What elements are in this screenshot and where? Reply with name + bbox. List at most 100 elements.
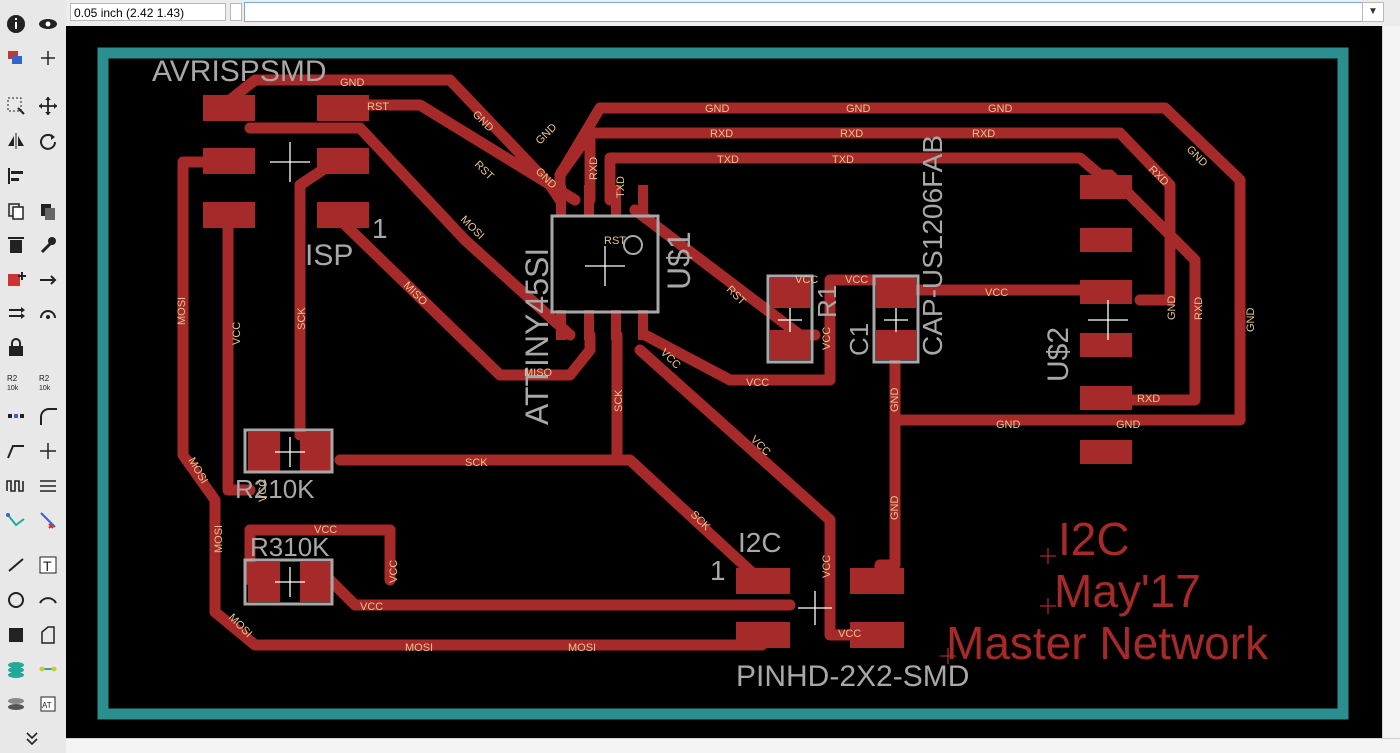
traces (177, 74, 1246, 651)
tool-indicator (230, 3, 242, 21)
net-rxd: RXD (972, 128, 995, 140)
doc-text-master-network: Master Network (946, 617, 1269, 669)
circle-icon[interactable] (2, 586, 30, 614)
net-gnd: GND (988, 103, 1013, 115)
net-vcc: VCC (388, 560, 400, 583)
net-rxd: RXD (1137, 393, 1160, 405)
label-us2: U$2 (1042, 327, 1075, 382)
net-mosi: MOSI (213, 525, 225, 553)
wire-icon[interactable] (2, 551, 30, 579)
label-attiny45si: ATTINY45SI (519, 248, 555, 425)
signal-icon[interactable] (34, 655, 62, 683)
delete-icon[interactable] (2, 231, 30, 259)
net-vcc: VCC (746, 377, 769, 389)
paste-icon[interactable] (34, 197, 62, 225)
net-vcc: VCC (838, 628, 861, 640)
label-r3: R310K (250, 532, 330, 562)
polygon-icon[interactable] (34, 621, 62, 649)
drc-icon[interactable] (34, 506, 62, 534)
net-txd: TXD (832, 154, 854, 166)
net-mosi: MOSI (405, 642, 433, 654)
net-gnd: GND (996, 419, 1021, 431)
net-rxd: RXD (710, 128, 733, 140)
command-bar: 0.05 inch (2.42 1.43) ▼ (66, 0, 1400, 27)
hole-icon[interactable] (2, 690, 30, 718)
origin-markers (270, 142, 1128, 625)
doc-text-i2c: I2C (1058, 513, 1130, 565)
via-icon[interactable] (2, 655, 30, 683)
more-tools-icon[interactable] (18, 728, 46, 748)
net-mosi: MOSI (176, 297, 188, 325)
split-icon[interactable] (2, 299, 30, 327)
command-history-dropdown[interactable]: ▼ (1362, 2, 1384, 22)
net-rxd: RXD (840, 128, 863, 140)
rotate-icon[interactable] (34, 127, 62, 155)
net-rst: RST (472, 159, 496, 183)
label-u1: U$1 (661, 231, 697, 290)
ripup-icon[interactable] (34, 437, 62, 465)
net-gnd: GND (846, 103, 871, 115)
route-icon[interactable] (2, 437, 30, 465)
label-r2: R210K (235, 474, 315, 504)
net-mosi: MOSI (568, 642, 596, 654)
net-gnd: GND (889, 496, 901, 521)
net-gnd: GND (534, 121, 560, 147)
command-input[interactable] (244, 2, 1364, 22)
layer-display-icon[interactable] (2, 44, 30, 72)
board-editor-canvas[interactable]: AVRISPSMD ISP 1 ATTINY45SI U$1 R1 C1 CAP… (66, 26, 1382, 738)
net-gnd: GND (340, 77, 365, 89)
horizontal-scrollbar[interactable] (66, 738, 1400, 753)
miter-icon[interactable] (34, 402, 62, 430)
align-icon[interactable] (2, 162, 30, 190)
net-vcc: VCC (257, 479, 269, 502)
attribute-icon[interactable]: AT (34, 690, 62, 718)
label-cap-us1206fab: CAP-US1206FAB (917, 135, 948, 356)
net-vcc: VCC (985, 287, 1008, 299)
net-sck: SCK (613, 389, 625, 412)
mark-icon[interactable] (34, 44, 62, 72)
net-gnd: GND (1245, 308, 1257, 333)
smash-icon[interactable] (2, 402, 30, 430)
svg-text:T: T (43, 558, 52, 574)
info-icon[interactable] (2, 10, 30, 38)
rectangle-icon[interactable] (2, 621, 30, 649)
package-outlines (243, 214, 920, 606)
net-gnd: GND (889, 388, 901, 413)
text-icon[interactable]: T (34, 551, 62, 579)
net-sck: SCK (465, 457, 488, 469)
label-avrispsmd: AVRISPSMD (152, 55, 326, 88)
vertical-scrollbar[interactable] (1382, 26, 1400, 738)
net-gnd: GND (1166, 296, 1178, 321)
label-pinhd-2x2-smd: PINHD-2X2-SMD (736, 660, 969, 693)
autorouter-icon[interactable] (34, 472, 62, 500)
grid-coordinate-readout: 0.05 inch (2.42 1.43) (70, 3, 226, 21)
net-vcc: VCC (845, 274, 868, 286)
net-vcc: VCC (795, 274, 818, 286)
change-wrench-icon[interactable] (34, 231, 62, 259)
copy-icon[interactable] (2, 197, 30, 225)
lock-icon[interactable] (2, 333, 30, 361)
replace-icon[interactable] (34, 266, 62, 294)
ratsnest-icon[interactable] (2, 506, 30, 534)
svg-text:10k: 10k (39, 385, 51, 392)
net-vcc: VCC (314, 524, 337, 536)
meander-icon[interactable] (2, 472, 30, 500)
svg-text:10k: 10k (7, 385, 19, 392)
group-select-icon[interactable] (2, 92, 30, 120)
show-eye-icon[interactable] (34, 10, 62, 38)
net-txd: TXD (717, 154, 739, 166)
optimize-icon[interactable] (34, 299, 62, 327)
pads (203, 95, 1132, 648)
arc-icon[interactable] (34, 586, 62, 614)
add-part-icon[interactable] (2, 266, 30, 294)
net-vcc: VCC (821, 555, 833, 578)
net-gnd: GND (705, 103, 730, 115)
move-icon[interactable] (34, 92, 62, 120)
text-origin-markers (940, 548, 1056, 664)
board-outline (97, 47, 1349, 720)
label-i2c-header: I2C (738, 527, 782, 558)
label-i2c-pin1: 1 (710, 555, 726, 586)
mirror-icon[interactable] (2, 127, 30, 155)
